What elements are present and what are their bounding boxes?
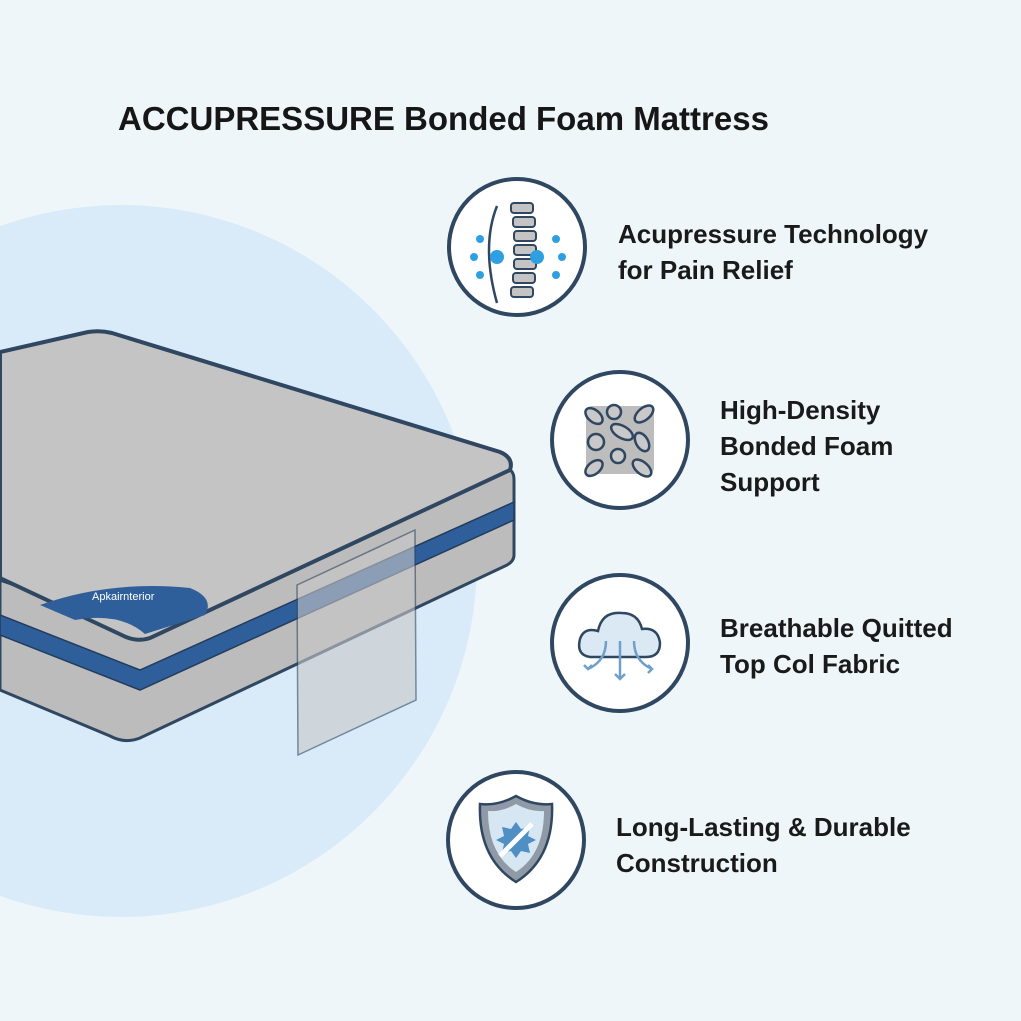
feature-line: Acupressure Technology [618,219,929,249]
feature-line: Breathable Quitted [720,613,953,643]
feature-line: for Pain Relief [618,255,793,285]
feature-line: Construction [616,848,778,878]
feature-text-2: High-Density Bonded Foam Support [720,392,893,500]
feature-text-4: Long-Lasting & Durable Construction [616,809,911,881]
page-title: ACCUPRESSURE Bonded Foam Mattress [118,100,769,137]
product-logo: Apkairnterior [92,591,155,603]
feature-text-3: Breathable Quitted Top Col Fabric [720,610,953,682]
feature-line: Top Col Fabric [720,649,901,679]
feature-icon-2 [550,370,690,510]
feature-icon-4 [446,770,586,910]
feature-text-1: Acupressure Technology for Pain Relief [618,216,928,288]
shield-durability-icon [478,794,554,884]
feature-icon-1 [447,177,587,317]
feature-icon-3 [550,573,690,713]
feature-line: Bonded Foam [720,431,894,461]
breathable-cloud-icon [577,611,662,681]
spine-acupressure-icon [470,202,566,304]
bonded-foam-icon [584,403,655,478]
feature-line: Support [720,467,820,497]
feature-line: Long-Lasting & Durable [616,812,911,842]
feature-line: High-Density [720,395,881,425]
